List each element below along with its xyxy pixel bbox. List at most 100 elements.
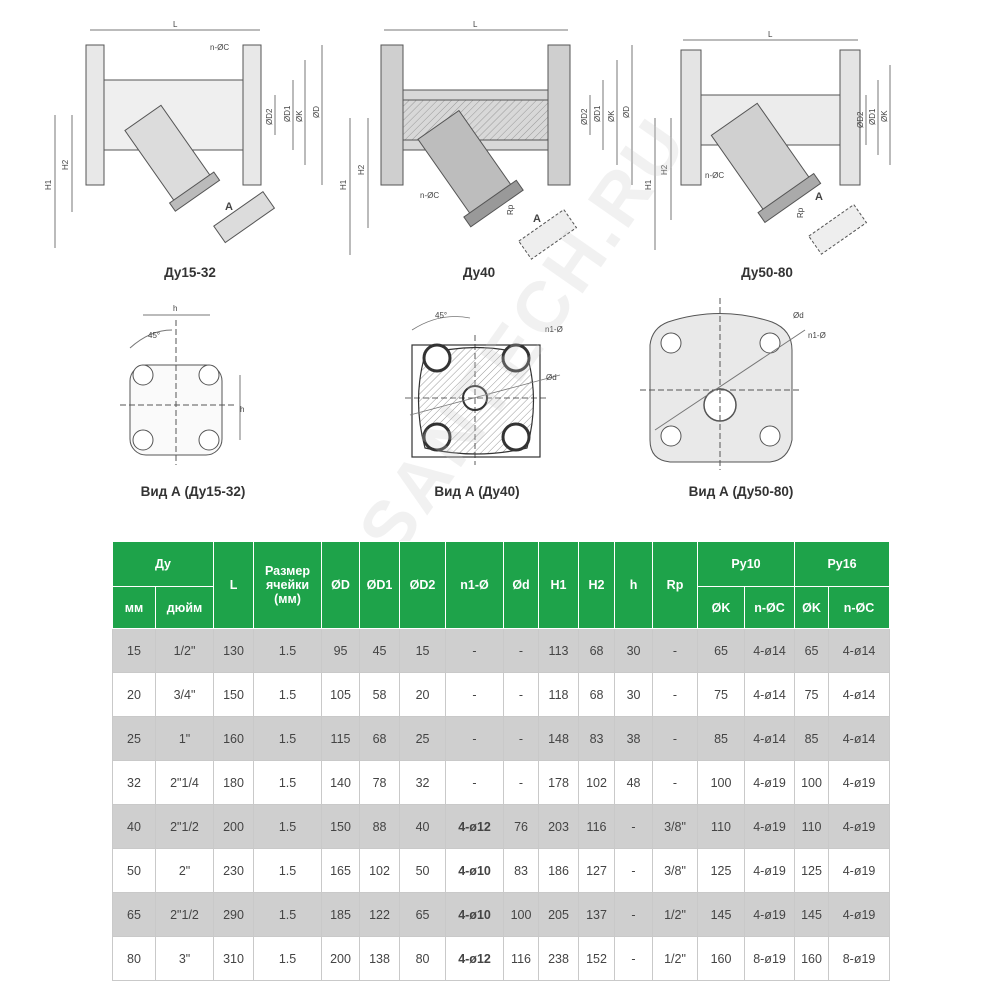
table-cell: 230: [213, 848, 255, 893]
table-cell: 100: [503, 892, 540, 937]
table-cell: 118: [538, 672, 580, 717]
table-cell: 25: [112, 716, 156, 761]
dim-label: h: [173, 304, 177, 313]
table-cell: 4-ø12: [445, 804, 505, 849]
table-cell: 1.5: [253, 804, 323, 849]
table-cell: 3": [154, 936, 215, 981]
dim-label: A: [225, 201, 233, 213]
table-cell: 178: [538, 760, 580, 805]
table-cell: 137: [578, 892, 616, 937]
table-cell: 310: [213, 936, 255, 981]
table-cell: 110: [697, 804, 746, 849]
header-D1: ØD1: [359, 541, 401, 629]
table-cell: 38: [614, 716, 654, 761]
table-cell: 150: [321, 804, 361, 849]
header-d: Ød: [503, 541, 540, 629]
dim-label: ØD1: [283, 105, 292, 122]
dim-label: L: [768, 30, 773, 39]
table-cell: 8-ø19: [828, 936, 891, 981]
table-cell: 105: [321, 672, 361, 717]
table-cell: 15: [399, 628, 447, 673]
table-cell: 116: [503, 936, 540, 981]
table-cell: 160: [697, 936, 746, 981]
table-cell: 4-ø14: [744, 628, 796, 673]
dim-label: ØD2: [856, 111, 865, 128]
table-cell: -: [503, 760, 540, 805]
dim-label: ØK: [880, 110, 889, 122]
table-cell: 130: [213, 628, 255, 673]
table-cell: 200: [213, 804, 255, 849]
spec-table: Ду L Размер ячейки (мм) ØD ØD1 ØD2 n1-Ø …: [111, 541, 891, 981]
table-cell: 1.5: [253, 760, 323, 805]
table-cell: 150: [213, 672, 255, 717]
dim-label: ØD: [622, 106, 631, 118]
table-cell: 205: [538, 892, 580, 937]
table-cell: 1.5: [253, 892, 323, 937]
dim-label: H2: [660, 164, 669, 175]
table-cell: -: [445, 628, 505, 673]
table-cell: -: [614, 892, 654, 937]
header-mm: мм: [112, 586, 156, 629]
drawing-caption: Ду15-32: [164, 265, 216, 280]
table-cell: 4-ø19: [744, 848, 796, 893]
table-cell: 68: [578, 628, 616, 673]
header-mesh: Размер ячейки (мм): [253, 541, 323, 629]
dim-label: ØD1: [868, 108, 877, 125]
dim-label: n-ØC: [705, 171, 724, 180]
dim-label: ØD: [312, 106, 321, 118]
table-cell: 148: [538, 716, 580, 761]
view-caption: Вид А (Ду50-80): [688, 484, 794, 499]
header-du: Ду: [111, 541, 215, 587]
table-cell: 4-ø19: [828, 760, 891, 805]
header-nC-py16: n-ØC: [828, 586, 891, 629]
header-h: h: [614, 541, 654, 629]
table-cell: -: [652, 716, 699, 761]
drawing-caption: Ду50-80: [741, 265, 793, 280]
table-cell: 3/8": [652, 804, 699, 849]
table-cell: -: [445, 716, 505, 761]
table-cell: 76: [503, 804, 540, 849]
table-cell: 4-ø14: [744, 716, 796, 761]
table-cell: 186: [538, 848, 580, 893]
view-caption: Вид А (Ду15-32): [140, 484, 246, 499]
table-cell: 1.5: [253, 936, 323, 981]
table-cell: 113: [538, 628, 580, 673]
dim-label: 45°: [148, 331, 160, 340]
dim-label: H1: [339, 179, 348, 190]
dim-label: H2: [357, 164, 366, 175]
table-cell: 2": [154, 848, 215, 893]
table-cell: 4-ø19: [828, 848, 891, 893]
table-cell: 3/4": [154, 672, 215, 717]
table-cell: 32: [399, 760, 447, 805]
table-cell: 20: [399, 672, 447, 717]
header-L: L: [213, 541, 255, 629]
table-cell: 1": [154, 716, 215, 761]
table-cell: 30: [614, 672, 654, 717]
dim-label: n1-Ø: [808, 331, 826, 340]
view-a-du15-32: [120, 314, 241, 465]
header-py10: Ру10: [697, 541, 796, 587]
table-cell: 138: [359, 936, 401, 981]
table-cell: 4-ø14: [828, 628, 891, 673]
drawing-caption: Ду40: [462, 265, 496, 280]
table-cell: 65: [697, 628, 746, 673]
table-cell: 75: [697, 672, 746, 717]
table-cell: 203: [538, 804, 580, 849]
table-cell: 145: [697, 892, 746, 937]
dim-label: H1: [44, 179, 53, 190]
table-cell: 3/8": [652, 848, 699, 893]
table-cell: -: [445, 760, 505, 805]
view-caption: Вид А (Ду40): [434, 484, 520, 499]
table-cell: 68: [359, 716, 401, 761]
table-cell: 1.5: [253, 848, 323, 893]
dim-label: Ød: [793, 311, 804, 320]
table-cell: -: [445, 672, 505, 717]
view-a-du40: [405, 316, 561, 465]
table-cell: 4-ø12: [445, 936, 505, 981]
dim-label: n1-Ø: [545, 325, 563, 334]
table-cell: -: [652, 672, 699, 717]
